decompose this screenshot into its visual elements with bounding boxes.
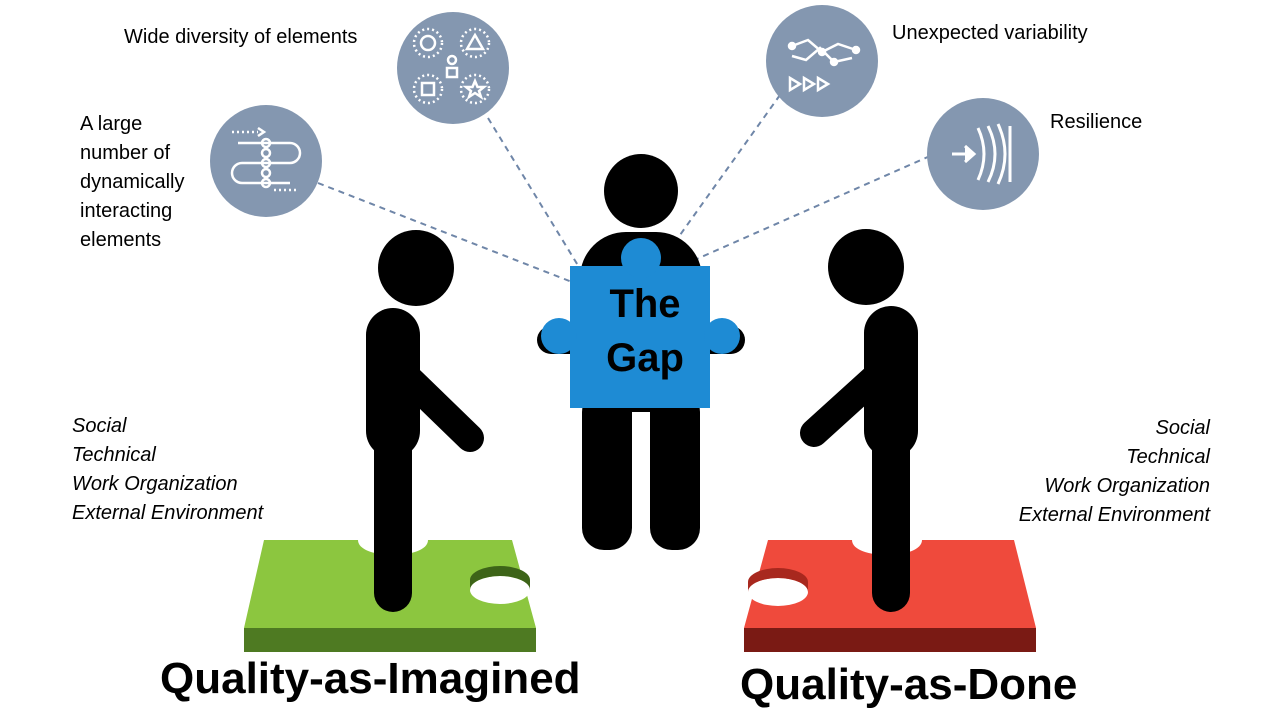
left-person-figure — [366, 230, 484, 612]
right-factors-list: Social Technical Work Organization Exter… — [960, 414, 1210, 530]
shapes-diversity-icon — [412, 27, 491, 105]
quality-as-done-title: Quality-as-Done — [740, 660, 1078, 709]
interacting-line: elements — [80, 229, 162, 251]
variability-label: Unexpected variability — [892, 22, 1088, 44]
resilience-arrow-icon — [952, 123, 1012, 185]
left-factor: Technical — [72, 444, 156, 466]
gap-text-the: The — [609, 282, 681, 326]
connector-lines — [317, 94, 931, 283]
connector-variability — [674, 94, 781, 243]
interacting-line: A large — [80, 113, 143, 135]
gap-text-gap: Gap — [606, 336, 684, 380]
left-factor: External Environment — [72, 502, 264, 524]
right-factor: Work Organization — [1044, 475, 1210, 497]
flow-path-icon — [230, 126, 302, 192]
quality-as-imagined-title: Quality-as-Imagined — [160, 654, 581, 703]
variability-callout — [766, 5, 878, 117]
right-person-figure — [800, 229, 918, 612]
resilience-label: Resilience — [1050, 111, 1143, 133]
left-factors-list: Social Technical Work Organization Exter… — [72, 412, 263, 528]
gap-puzzle-piece — [541, 238, 740, 408]
interacting-callout — [210, 105, 322, 217]
left-factor: Work Organization — [72, 473, 238, 495]
interacting-line: dynamically — [80, 171, 185, 193]
resilience-callout — [927, 98, 1039, 210]
interacting-line: number of — [80, 142, 171, 164]
interacting-label: A large number of dynamically interactin… — [80, 110, 184, 255]
interacting-line: interacting — [80, 200, 173, 222]
connector-diversity — [487, 117, 583, 273]
right-factor: External Environment — [1018, 504, 1210, 526]
diversity-label: Wide diversity of elements — [124, 26, 358, 48]
connector-interacting — [317, 182, 573, 283]
right-factor: Technical — [1126, 446, 1210, 468]
diversity-callout — [397, 12, 509, 124]
left-factor: Social — [72, 415, 127, 437]
right-factor: Social — [1155, 417, 1210, 439]
network-variability-icon — [787, 38, 861, 93]
